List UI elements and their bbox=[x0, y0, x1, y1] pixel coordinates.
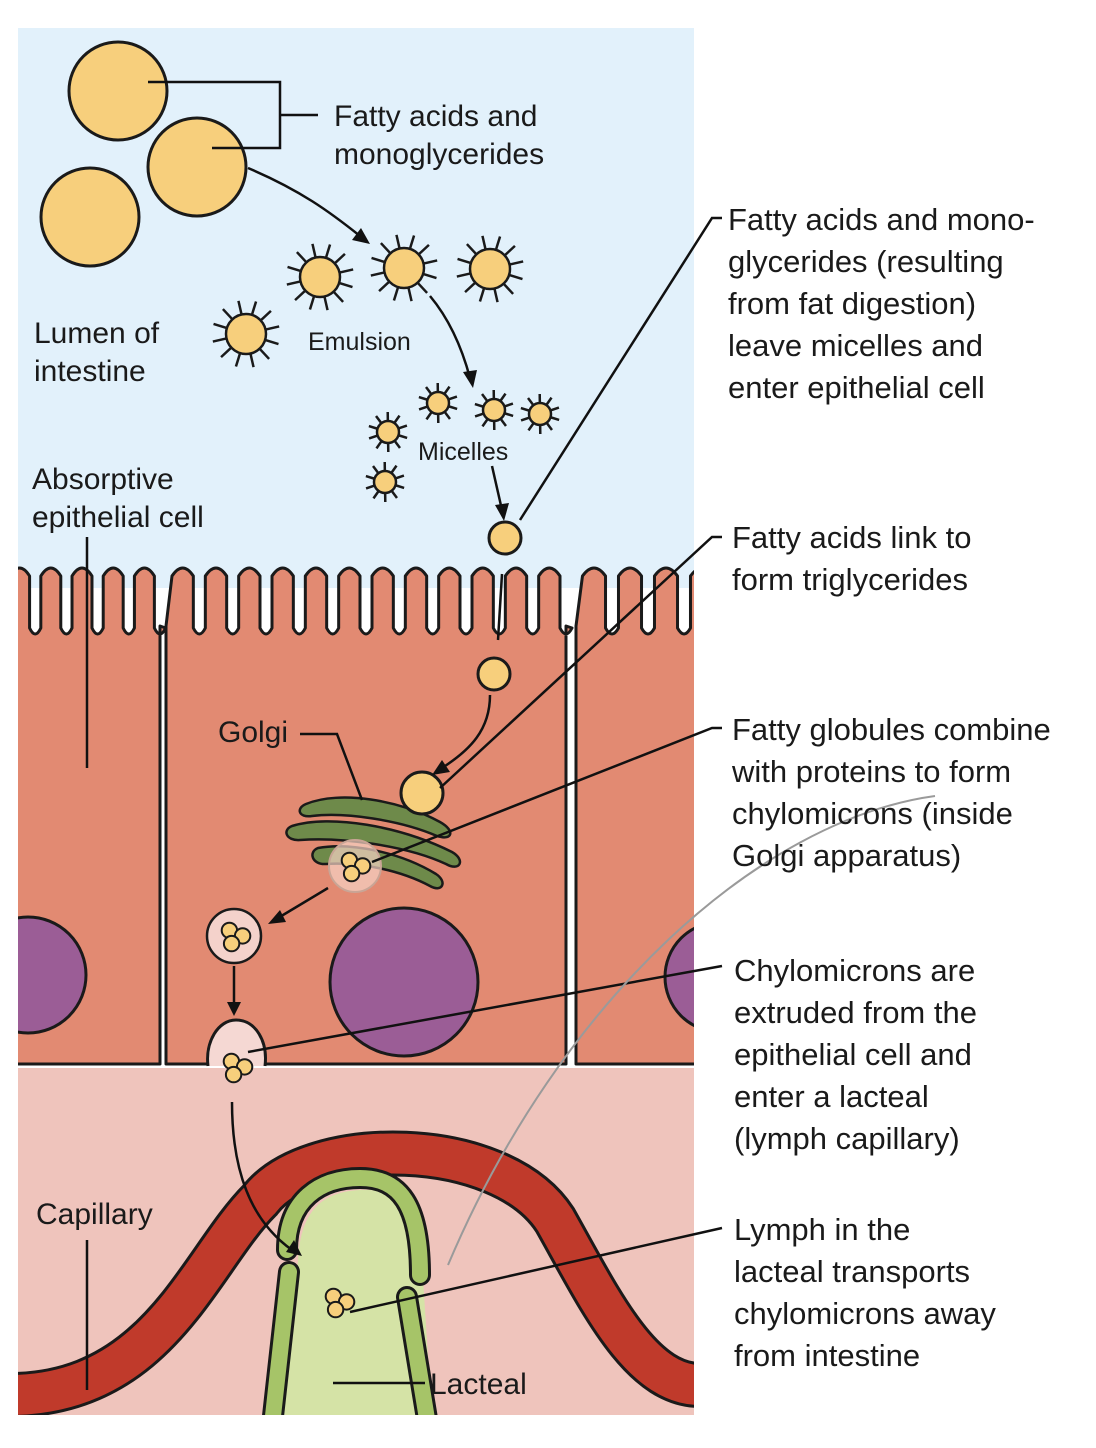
micelle bbox=[365, 461, 405, 503]
emulsion-and-micelles bbox=[212, 234, 560, 503]
fat-droplet bbox=[67, 40, 169, 142]
micelle bbox=[418, 382, 458, 424]
region-leaders bbox=[85, 80, 425, 1390]
epithelial-label-line1: Absorptive bbox=[32, 463, 174, 496]
epithelial-cell bbox=[574, 566, 694, 1066]
step-5-text: Lymph in the lacteal transports chylomicro… bbox=[734, 1212, 996, 1373]
step-1-line: glycerides (resulting bbox=[728, 244, 1004, 279]
epithelial-label: Absorptive epithelial cell bbox=[32, 463, 204, 534]
step-3-text: Fatty globules combine with proteins to f… bbox=[731, 712, 1051, 873]
step-5-line: Lymph in the bbox=[734, 1212, 910, 1247]
fat-droplet bbox=[39, 166, 141, 268]
fatty-acids-line1: Fatty acids and bbox=[334, 100, 537, 133]
chylomicron bbox=[340, 851, 372, 883]
nucleus-left bbox=[18, 915, 88, 1035]
lumen-label-line2: intestine bbox=[34, 355, 146, 388]
micelle bbox=[456, 235, 524, 303]
arrow-heads bbox=[227, 228, 509, 1256]
step-1-line: from fat digestion) bbox=[728, 286, 976, 321]
fat-droplet bbox=[146, 116, 248, 218]
micelle bbox=[212, 300, 280, 368]
step-5-line: chylomicrons away bbox=[734, 1296, 996, 1331]
fat-droplet bbox=[399, 770, 445, 816]
fat-droplet bbox=[476, 656, 512, 692]
fat-droplets bbox=[39, 40, 523, 816]
fatty-acids-label: Fatty acids and monoglycerides bbox=[334, 100, 546, 171]
step-3-line: Golgi apparatus) bbox=[732, 838, 961, 873]
micelle bbox=[474, 389, 514, 431]
capillary-vessel bbox=[18, 1130, 694, 1415]
step-4-text: Chylomicrons are extruded from the epithel… bbox=[734, 953, 977, 1156]
fatty-acids-line2: monoglycerides bbox=[334, 138, 544, 171]
emulsion-label: Emulsion bbox=[308, 328, 411, 356]
step-4-line: (lymph capillary) bbox=[734, 1121, 960, 1156]
micelle bbox=[286, 243, 354, 311]
step-1-line: leave micelles and bbox=[728, 328, 983, 363]
lumen-label: Lumen of intestine bbox=[34, 317, 167, 388]
capillary-label: Capillary bbox=[36, 1198, 153, 1231]
step-2-text: Fatty acids link to form triglycerides bbox=[732, 520, 971, 597]
step-1-line: enter epithelial cell bbox=[728, 370, 985, 405]
chylomicron bbox=[220, 921, 252, 953]
micelle bbox=[368, 411, 408, 453]
golgi-label: Golgi bbox=[218, 716, 288, 749]
epithelial-label-line2: epithelial cell bbox=[32, 501, 204, 534]
chylomicron bbox=[324, 1287, 356, 1319]
step-leaders bbox=[247, 216, 936, 1314]
step-4-line: enter a lacteal bbox=[734, 1079, 929, 1114]
step-2-line: form triglycerides bbox=[732, 562, 968, 597]
micelle bbox=[370, 234, 438, 302]
step-5-line: from intestine bbox=[734, 1338, 920, 1373]
flow-arrows bbox=[230, 166, 504, 1252]
micelles-label: Micelles bbox=[418, 438, 508, 466]
step-2-line: Fatty acids link to bbox=[732, 520, 971, 555]
nucleus-center bbox=[328, 906, 480, 1058]
step-4-line: Chylomicrons are bbox=[734, 953, 975, 988]
step-3-line: chylomicrons (inside bbox=[732, 796, 1013, 831]
step-descriptions: Fatty acids and mono-glycerides (resulti… bbox=[728, 202, 1051, 1373]
step-5-line: lacteal transports bbox=[734, 1254, 970, 1289]
step-3-line: Fatty globules combine bbox=[732, 712, 1051, 747]
lacteal-label: Lacteal bbox=[430, 1368, 527, 1401]
fat-droplet bbox=[487, 520, 523, 556]
nuclei bbox=[18, 906, 694, 1058]
illustration-panel bbox=[18, 28, 694, 1415]
lumen-label-line1: Lumen of bbox=[34, 317, 160, 350]
chylomicron bbox=[222, 1052, 254, 1084]
step-3-line: with proteins to form bbox=[731, 754, 1011, 789]
step-1-line: Fatty acids and mono- bbox=[728, 202, 1035, 237]
region-labels: Lumen of intestine Absorptive epithelial… bbox=[32, 100, 546, 1401]
step-4-line: epithelial cell and bbox=[734, 1037, 972, 1072]
step-4-line: extruded from the bbox=[734, 995, 977, 1030]
micelle bbox=[520, 393, 560, 435]
step-1-text: Fatty acids and mono-glycerides (resulti… bbox=[728, 202, 1035, 405]
chylomicron-clusters bbox=[220, 851, 372, 1319]
